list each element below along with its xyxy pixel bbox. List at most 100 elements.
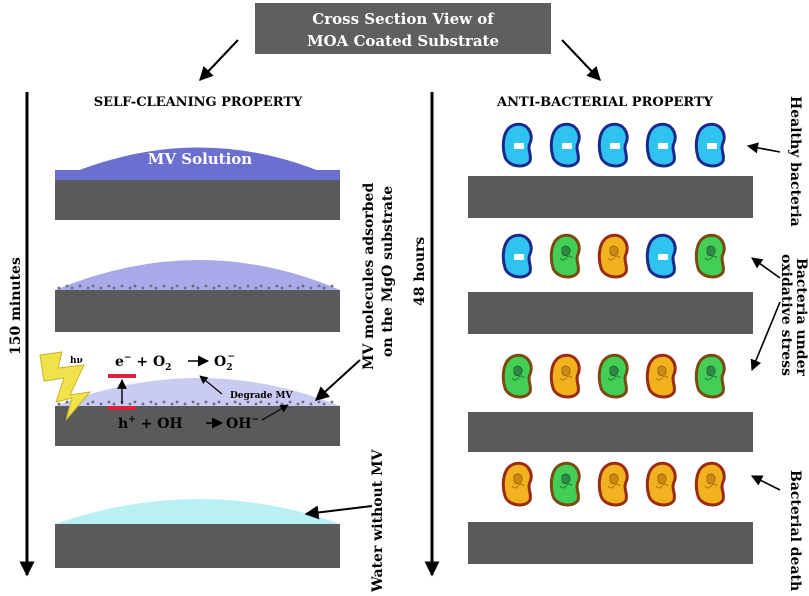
mv-molecule: [112, 286, 116, 290]
stress-label-line2: oxidative stress: [778, 254, 794, 376]
mv-molecule: [233, 400, 237, 404]
stress-label-line1: Bacteria under: [793, 258, 809, 376]
mv-molecule: [133, 284, 137, 288]
mv-molecule: [254, 402, 258, 406]
mv-molecule: [217, 284, 221, 288]
mv-molecule: [86, 286, 90, 290]
mv-molecule: [204, 400, 208, 404]
mv-molecule: [275, 284, 279, 288]
mv-molecule: [280, 402, 284, 406]
reaction-bottom: h+ + OH: [118, 415, 183, 432]
mv-molecule: [170, 286, 174, 290]
healthy-label: Healthy bacteria: [787, 96, 803, 227]
mv-molecule: [212, 286, 216, 290]
mv-molecule: [65, 284, 69, 288]
mv-molecule: [86, 402, 90, 406]
mv-molecule: [175, 400, 179, 404]
mv-molecule: [196, 286, 200, 290]
reaction-bottom-product: OH−: [226, 415, 259, 432]
mv-molecule: [120, 284, 124, 288]
mv-molecule: [149, 284, 153, 288]
right-heading: ANTI-BACTERIAL PROPERTY: [496, 95, 714, 110]
stress-pointer-2: [750, 301, 781, 372]
mv-molecule: [267, 402, 271, 406]
mv-molecule: [162, 284, 166, 288]
mv-molecule: [309, 402, 313, 406]
mv-molecule: [170, 402, 174, 406]
death-label: Bacterial death: [787, 470, 803, 591]
mv-adsorbed-dome: [55, 260, 340, 290]
mv-molecule: [196, 402, 200, 406]
bacterium-healthy-icon: [549, 122, 581, 168]
mv-molecule: [154, 402, 158, 406]
mv-molecule: [57, 402, 61, 406]
mv-molecule: [246, 284, 250, 288]
mv-molecule: [204, 284, 208, 288]
degrade-label: Degrade MV: [230, 391, 294, 401]
mv-molecule: [91, 284, 95, 288]
mv-molecule: [301, 284, 305, 288]
mv-molecule: [107, 400, 111, 404]
adsorbed-label-line1: MV molecules adsorbed: [361, 183, 377, 370]
mv-molecule: [107, 284, 111, 288]
reaction-top: e− + O2: [115, 353, 171, 373]
title-line-2: MOA Coated Substrate: [307, 32, 499, 50]
water-dome: [55, 499, 340, 524]
substrate-2: [55, 290, 340, 332]
mv-molecule: [233, 284, 237, 288]
mv-molecule: [259, 284, 263, 288]
bacterium-dead-icon: [597, 461, 629, 507]
substrate-right-3: [468, 412, 753, 452]
mv-molecule: [183, 402, 187, 406]
mv-solution-band: [55, 170, 340, 181]
mv-molecule: [288, 400, 292, 404]
healthy-pointer: [746, 142, 781, 154]
mv-molecule: [128, 402, 132, 406]
adsorbed-molecules-3: [57, 400, 334, 406]
mv-molecule: [78, 284, 82, 288]
substrate-right-4: [468, 522, 753, 564]
light-hv-label: hν: [70, 356, 83, 366]
mv-molecule: [330, 284, 334, 288]
mv-molecule: [91, 400, 95, 404]
bacterium-stressed-icon: [501, 353, 533, 399]
mv-molecule: [141, 402, 145, 406]
left-heading: SELF-CLEANING PROPERTY: [94, 95, 303, 110]
mv-molecule: [322, 402, 326, 406]
substrate-right-1: [468, 176, 753, 218]
substrate-1: [55, 180, 340, 220]
bacterium-dead-icon: [597, 233, 629, 279]
bacterium-healthy-icon: [501, 122, 533, 168]
mv-degrading-dome: [55, 378, 340, 406]
adsorbed-molecules: [57, 284, 334, 290]
mv-molecule: [212, 402, 216, 406]
bacterium-healthy-icon: [501, 233, 533, 279]
substrate-4: [55, 524, 340, 568]
mv-molecule: [183, 286, 187, 290]
mv-molecule: [238, 286, 242, 290]
water-label: Water without MV: [370, 448, 386, 593]
bacterium-dead-icon: [549, 353, 581, 399]
bacterium-healthy-icon: [694, 122, 726, 168]
bacterium-dead-icon: [501, 461, 533, 507]
mv-molecule: [259, 400, 263, 404]
title-box: [255, 3, 551, 54]
bacterium-dead-icon: [694, 461, 726, 507]
mv-molecule: [330, 400, 334, 404]
bacterium-healthy-icon: [597, 122, 629, 168]
mv-molecule: [57, 286, 61, 290]
bacterium-stressed-icon: [597, 353, 629, 399]
title-line-1: Cross Section View of: [312, 10, 495, 28]
substrate-right-2: [468, 292, 753, 334]
bacterium-healthy-icon: [645, 233, 677, 279]
arrow-to-left-panel: [199, 39, 239, 82]
reaction-top-product: O2−: [214, 352, 235, 373]
mv-molecule: [288, 284, 292, 288]
mv-molecule: [99, 402, 103, 406]
bacterium-healthy-icon: [645, 122, 677, 168]
mv-molecule: [154, 286, 158, 290]
mv-molecule: [225, 286, 229, 290]
oh-arrow: [261, 404, 289, 421]
mv-molecule: [309, 286, 313, 290]
